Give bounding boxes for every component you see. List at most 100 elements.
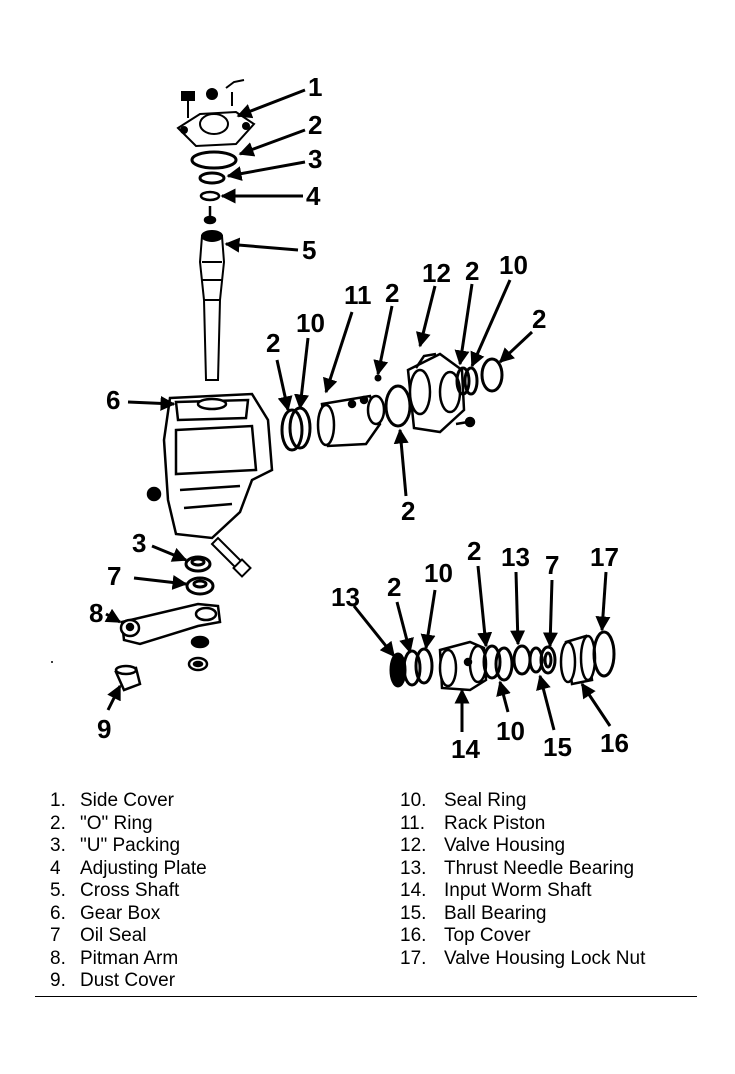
callout-2-far-right: 2: [532, 304, 546, 334]
bottom-divider: [35, 996, 697, 997]
leader-9-arrow: [106, 684, 122, 711]
cross-shaft-part: [198, 230, 226, 381]
legend-item: 13.Thrust Needle Bearing: [400, 857, 635, 879]
leader-6-arrow: [127, 395, 176, 411]
leader-2-top-arrow: [238, 128, 306, 157]
leader-2-far-right-arrow: [498, 330, 534, 364]
callout-2-mid-bottom: 2: [401, 496, 415, 526]
leader-10-lower-arrow: [420, 589, 437, 650]
top-cover-part: [559, 634, 597, 686]
callout-2-mid: 2: [385, 278, 399, 308]
o-ring-top-part: [190, 150, 238, 170]
thrust-needle-bearing-right-part: [512, 644, 532, 676]
callout-2-top: 2: [308, 110, 322, 140]
gear-box-bolt-part: [210, 536, 252, 578]
legend-item: 17.Valve Housing Lock Nut: [400, 947, 646, 969]
callout-14: 14: [451, 734, 480, 764]
pitman-arm-fasteners-part: [187, 635, 210, 672]
leader-3-lower-arrow: [151, 544, 188, 562]
callout-8: 8: [89, 598, 103, 628]
leader-2-mid-left-arrow: [275, 359, 293, 412]
legend-item: 2."O" Ring: [50, 812, 153, 834]
u-packing-top-part: [198, 171, 226, 185]
legend-item: 6.Gear Box: [50, 902, 161, 924]
leader-11-arrow: [323, 311, 354, 394]
legend-item: 11.Rack Piston: [400, 812, 546, 834]
legend-item: 3."U" Packing: [50, 835, 181, 856]
callout-2-lower: 2: [387, 572, 401, 602]
legend-item: 1.Side Cover: [50, 790, 174, 811]
side-cover-part: [176, 79, 256, 148]
leader-2-mid-arrow: [373, 305, 394, 376]
u-packing-lower-part: [184, 555, 212, 573]
seal-ring-lower-right-part: [494, 646, 514, 682]
legend-item: 12.Valve Housing: [400, 835, 566, 856]
leader-8-arrow: [104, 608, 122, 624]
o-ring-far-right-part: [480, 357, 504, 393]
callout-5: 5: [302, 235, 316, 265]
input-worm-shaft-part: [438, 640, 488, 692]
o-ring-mid-part: [374, 374, 412, 428]
oil-seal-lower-part: [185, 576, 215, 596]
callout-10-lower-bottom: 10: [496, 716, 525, 746]
leader-13-right-arrow: [510, 571, 526, 646]
leader-2-lower-arrow: [395, 601, 414, 654]
o-ring-mid-right-part: [455, 366, 471, 396]
leader-5-arrow: [224, 237, 299, 253]
leader-2-mid-right-arrow: [454, 283, 474, 366]
leader-10-lower-bottom-arrow: [496, 680, 511, 713]
callout-2-mid-right: 2: [465, 256, 479, 286]
leader-7-right-arrow: [542, 579, 558, 648]
dust-cover-part: [114, 664, 142, 692]
callout-10-mid-left: 10: [296, 308, 325, 338]
leader-7-lower-arrow: [133, 575, 188, 590]
callout-7-right: 7: [545, 550, 559, 580]
callout-13-left: 13: [331, 582, 360, 612]
stray-mark: [51, 661, 53, 663]
leader-2-lower-right-arrow: [476, 565, 493, 648]
legend-item: 10.Seal Ring: [400, 790, 527, 811]
leader-16-arrow: [580, 682, 612, 727]
callout-4: 4: [306, 181, 321, 211]
callout-3-top: 3: [308, 144, 322, 174]
exploded-view-diagram: 1 2 3 4 5 6 2 10 11 2 12 2 10 2 2 3 7 8 …: [51, 72, 629, 764]
leader-12-arrow: [415, 285, 437, 348]
rack-piston-part: [316, 394, 386, 448]
legend-item: 16.Top Cover: [400, 925, 531, 946]
callout-13-right: 13: [501, 542, 530, 572]
callout-15: 15: [543, 732, 572, 762]
callout-12: 12: [422, 258, 451, 288]
legend-item: 5.Cross Shaft: [50, 880, 180, 901]
callout-16: 16: [600, 728, 629, 758]
callout-11: 11: [344, 280, 372, 310]
gear-box-part: [146, 392, 274, 540]
callout-6: 6: [106, 385, 120, 415]
leader-3-top-arrow: [226, 160, 306, 181]
callout-2-mid-left: 2: [266, 328, 280, 358]
leader-1-arrow: [236, 88, 306, 119]
legend-item: 14.Input Worm Shaft: [400, 880, 592, 901]
adjusting-plate-part: [199, 190, 221, 225]
callout-9: 9: [97, 714, 111, 744]
leader-10-mid-right-arrow: [470, 279, 512, 368]
pitman-arm-part: [119, 602, 222, 646]
legend-item: 8.Pitman Arm: [50, 947, 179, 969]
callout-3-lower: 3: [132, 528, 146, 558]
parts-legend-right: 10.Seal Ring 11.Rack Piston 12.Valve Hou…: [400, 790, 720, 970]
valve-housing-lock-nut-part: [592, 630, 616, 678]
callout-10-lower: 10: [424, 558, 453, 588]
legend-item: 15.Ball Bearing: [400, 902, 547, 924]
leader-15-arrow: [536, 674, 556, 731]
seal-ring-lower-left-part: [414, 647, 434, 685]
leader-10-mid-left-arrow: [294, 337, 310, 410]
valve-housing-part: [406, 352, 476, 434]
seal-ring-mid-right-part: [463, 366, 479, 396]
leader-13-left-arrow: [352, 605, 396, 658]
callout-17: 17: [590, 542, 619, 572]
leader-17-arrow: [595, 571, 611, 632]
callout-10-mid-right: 10: [499, 250, 528, 280]
callout-2-lower-right: 2: [467, 536, 481, 566]
legend-item: 9.Dust Cover: [50, 970, 176, 991]
